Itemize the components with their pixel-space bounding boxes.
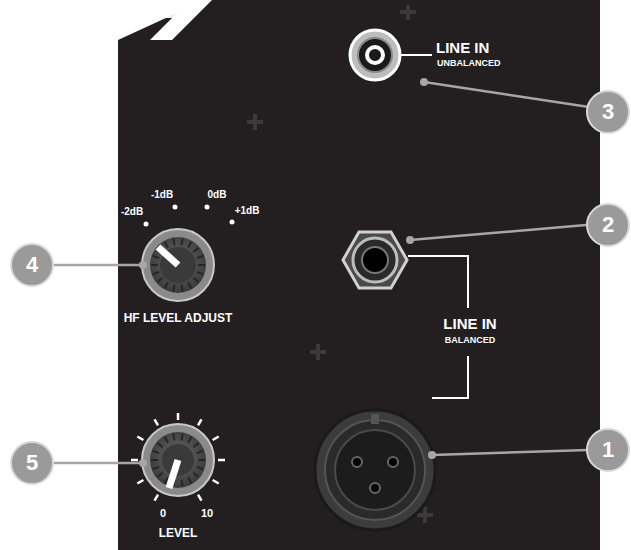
callout-circle: 5 [10,441,54,485]
scale-tick [155,495,159,501]
callout-circle: 3 [586,90,630,134]
scale-tick [213,480,219,484]
scale-tick [137,480,143,484]
knurl-stroke [157,443,162,447]
scale-tick [198,419,202,425]
scale-tick [131,413,225,501]
control-label: HF LEVEL ADJUST [124,312,233,325]
scale-label: -1dB [151,190,173,201]
knurl-stroke [181,433,182,440]
port-sublabel: BALANCED [445,336,496,345]
callout-circle: 1 [586,428,630,472]
scale-tick [131,459,138,462]
scale-label: -2dB [121,207,143,218]
scale-tick [155,419,159,425]
knurl-stroke [181,285,182,292]
knurl-stroke [197,272,204,274]
scale-tick [213,437,219,441]
knurl-stroke [173,285,174,292]
port-sublabel: UNBALANCED [437,59,501,68]
knurl-stroke [197,256,204,258]
knurl-stroke [157,278,162,282]
knurl-stroke [151,264,158,266]
scale-dot [144,205,235,227]
level-knob [142,424,214,496]
knurl-stroke [188,242,192,248]
quarter-inch-jack [343,232,407,288]
knurl-stroke [165,242,169,248]
knurl-stroke [173,433,174,440]
knurl-stroke [157,473,162,477]
knurl-stroke [193,278,198,282]
leader-line [54,82,589,463]
knurl-stroke [153,256,160,258]
callout-circle: 4 [10,243,54,287]
hf-level-knob [142,229,214,301]
knurl-stroke [198,264,205,266]
knurl-stroke [173,238,174,245]
rear-panel [118,0,600,550]
port-label: LINE IN [443,316,496,332]
knurl-stroke [153,467,160,469]
callout-number: 4 [26,254,38,276]
scale-tick [137,437,143,441]
knurl-stroke [197,451,204,453]
knurl-stroke [198,459,205,461]
bracket-line [400,55,468,398]
knurl-stroke [151,459,158,461]
scale-label: 10 [201,508,213,520]
knurl-stroke [193,248,198,252]
port-label: LINE IN [436,40,489,56]
knurl-stroke [153,451,160,453]
knurl-stroke [188,477,192,483]
rca-jack [350,30,400,80]
knurl-stroke [193,443,198,447]
knurl-stroke [153,272,160,274]
scale-tick [198,495,202,501]
callout-number: 3 [602,101,614,123]
xlr-jack [315,410,435,530]
knurl-stroke [188,282,192,288]
scale-tick [177,413,180,420]
knurl-stroke [193,473,198,477]
scale-label: 0 [160,508,166,520]
knurl-stroke [197,467,204,469]
panel-cutout [150,0,212,40]
scale-tick [218,459,225,462]
knurl-stroke [165,437,169,443]
leader-dot [139,78,436,467]
callout-number: 5 [26,452,38,474]
knurl-stroke [181,480,182,487]
callout-circle: 2 [586,203,630,247]
scale-label: +1dB [235,206,260,217]
knurl-stroke [165,282,169,288]
knurl-stroke [181,238,182,245]
callout-number: 1 [602,439,614,461]
knurl-stroke [188,437,192,443]
control-label: LEVEL [159,527,198,540]
callout-number: 2 [602,214,614,236]
screw [247,5,433,523]
scale-label: 0dB [208,190,227,201]
